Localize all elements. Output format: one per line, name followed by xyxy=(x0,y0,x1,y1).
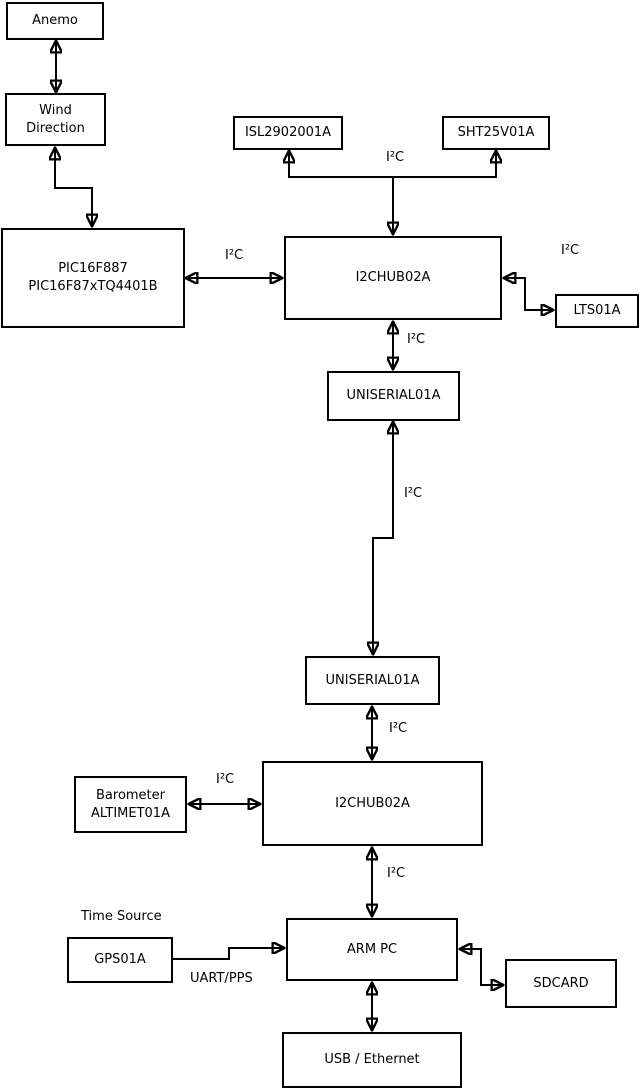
node-lts01a: LTS01A xyxy=(555,294,639,328)
edge-label-i2c-hub2-arm: I²C xyxy=(387,866,406,881)
node-barometer-label-line2: ALTIMET01A xyxy=(91,805,170,821)
node-i2chub02a-upper-label: I2CHUB02A xyxy=(355,270,431,286)
connector-uniserial1-uniserial2 xyxy=(373,422,393,654)
edge-label-i2c-trunk: I²C xyxy=(404,486,423,501)
node-anemo-label: Anemo xyxy=(32,13,78,29)
node-gps01a: GPS01A xyxy=(67,937,173,983)
node-barometer-label-line1: Barometer xyxy=(96,787,165,803)
edge-label-i2c-hub1-lts: I²C xyxy=(561,243,580,258)
node-i2chub02a-upper: I2CHUB02A xyxy=(284,236,502,320)
node-wind-direction-label-line1: Wind xyxy=(39,102,72,118)
node-barometer: Barometer ALTIMET01A xyxy=(74,776,187,833)
node-i2chub02a-lower: I2CHUB02A xyxy=(262,761,483,846)
node-pic: PIC16F887 PIC16F87xTQ4401B xyxy=(1,228,185,328)
node-wind-direction-label-line2: Direction xyxy=(26,120,85,136)
edge-label-i2c-barometer-hub2: I²C xyxy=(216,772,235,787)
edge-label-i2c-uniserial2-hub2: I²C xyxy=(389,721,408,736)
connector-winddirection-pic xyxy=(55,148,92,226)
node-i2chub02a-lower-label: I2CHUB02A xyxy=(335,795,410,811)
edge-label-uart-pps: UART/PPS xyxy=(190,971,253,986)
node-uniserial01a-lower: UNISERIAL01A xyxy=(305,656,440,705)
node-isl2902001a: ISL2902001A xyxy=(233,116,343,150)
edge-label-i2c-hub1-uniserial1: I²C xyxy=(407,332,426,347)
node-pic-label-line2: PIC16F87xTQ4401B xyxy=(28,279,158,294)
node-usb-ethernet-label: USB / Ethernet xyxy=(324,1052,420,1068)
node-wind-direction: Wind Direction xyxy=(5,93,106,146)
node-uniserial01a-upper: UNISERIAL01A xyxy=(327,371,460,421)
node-uniserial01a-lower-label: UNISERIAL01A xyxy=(325,672,420,688)
node-sdcard: SDCARD xyxy=(505,959,617,1008)
connector-hub1-lts xyxy=(504,278,553,310)
node-pic-label-line1: PIC16F887 xyxy=(58,261,128,277)
edge-label-i2c-branch: I²C xyxy=(386,150,405,165)
connector-gps-arm xyxy=(173,948,284,960)
node-sht25v01a-label: SHT25V01A xyxy=(457,125,535,141)
node-isl2902001a-label: ISL2902001A xyxy=(244,125,332,141)
node-anemo: Anemo xyxy=(6,2,104,40)
node-gps01a-label: GPS01A xyxy=(94,952,146,968)
edge-label-i2c-pic-hub1: I²C xyxy=(225,248,244,263)
node-usb-ethernet: USB / Ethernet xyxy=(282,1032,462,1088)
node-lts01a-label: LTS01A xyxy=(573,303,621,319)
node-arm-pc: ARM PC xyxy=(286,918,458,981)
node-arm-pc-label: ARM PC xyxy=(346,941,398,957)
node-sht25v01a: SHT25V01A xyxy=(442,116,550,150)
node-uniserial01a-upper-label: UNISERIAL01A xyxy=(346,388,441,404)
node-sdcard-label: SDCARD xyxy=(533,975,589,991)
connector-arm-sdcard xyxy=(460,949,503,985)
label-time-source: Time Source xyxy=(81,909,162,924)
